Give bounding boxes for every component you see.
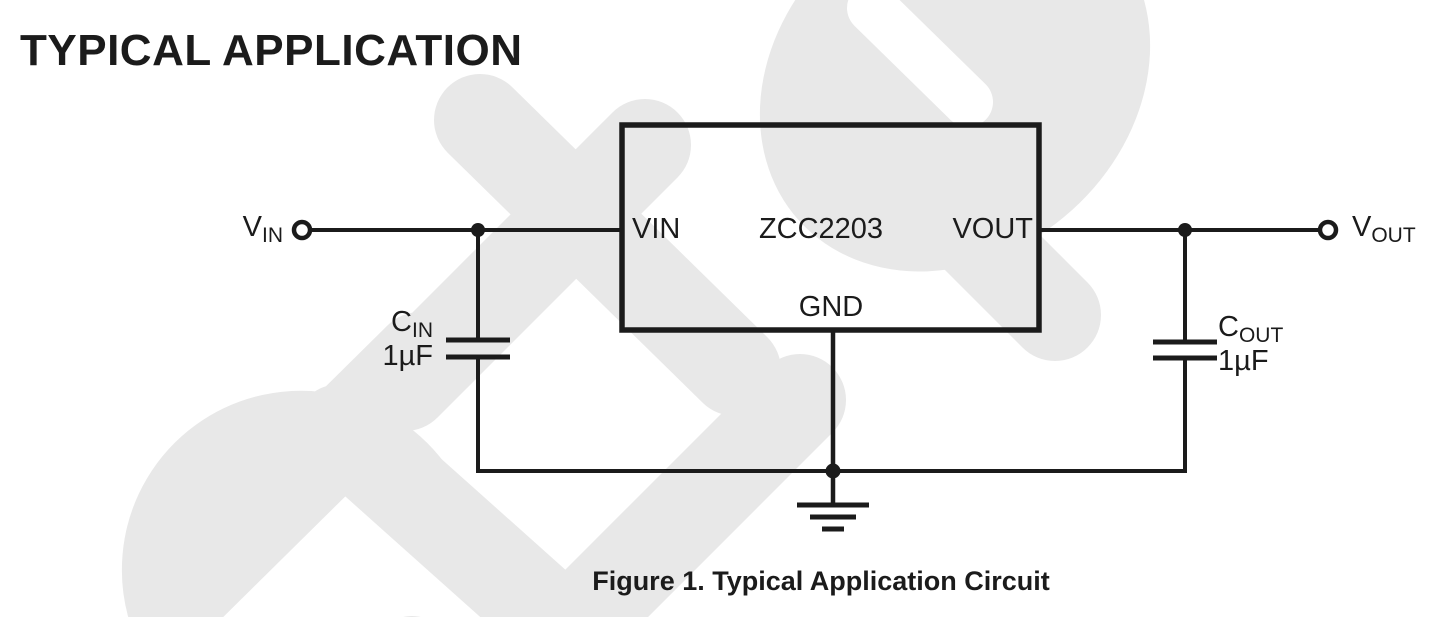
input-terminal-circle	[291, 219, 313, 241]
vin-terminal-label: VIN	[158, 210, 283, 247]
vin-terminal-subscript: IN	[262, 224, 283, 247]
watermark-ring	[121, 390, 464, 617]
watermark-band	[523, 354, 846, 617]
chip-pin-vout-label: VOUT	[952, 213, 1033, 245]
chip-pin-gnd-label: GND	[798, 291, 864, 323]
vout-terminal-subscript: OUT	[1371, 224, 1416, 247]
section-title: TYPICAL APPLICATION	[20, 26, 523, 75]
cin-designator: CIN	[300, 305, 433, 342]
vout-terminal-base: V	[1352, 211, 1372, 243]
output-terminal-circle	[1317, 219, 1339, 241]
cout-designator-base: C	[1218, 311, 1239, 343]
cin-designator-base: C	[391, 306, 412, 338]
chip-part-number: ZCC2203	[758, 213, 884, 245]
vin-terminal-base: V	[242, 211, 262, 243]
ground-junction-dot	[825, 463, 841, 479]
watermark-band	[129, 312, 466, 617]
cin-designator-subscript: IN	[412, 319, 433, 342]
chip-pin-vin-label: VIN	[632, 213, 681, 245]
figure-caption: Figure 1. Typical Application Circuit	[592, 566, 1050, 596]
vout-terminal-label: VOUT	[1352, 210, 1416, 247]
cout-designator: COUT	[1218, 310, 1284, 347]
cin-value: 1µF	[382, 340, 433, 372]
chip-outline	[619, 122, 1042, 333]
cout-value: 1µF	[1218, 345, 1269, 377]
cout-designator-subscript: OUT	[1238, 324, 1284, 347]
watermark-band	[789, 49, 1101, 361]
cin-label: CIN 1µF	[300, 305, 433, 373]
cout-label: COUT 1µF	[1218, 310, 1283, 378]
watermark-cutout	[847, 0, 993, 127]
